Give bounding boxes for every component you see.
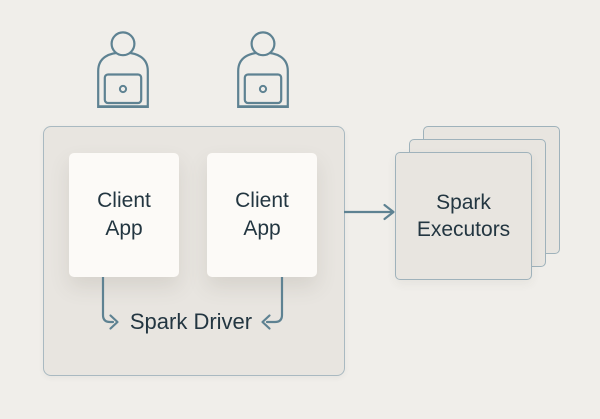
person-at-laptop-icon — [237, 31, 289, 108]
spark-executors-label: Spark Executors — [416, 191, 511, 241]
arrow-right-icon — [344, 203, 395, 221]
client-app-card-1: Client App — [69, 153, 179, 277]
person-at-laptop-icon — [97, 31, 149, 108]
spark-driver-label: Spark Driver — [129, 309, 253, 334]
client-app-card-2: Client App — [207, 153, 317, 277]
client-app-label: Client App — [235, 189, 289, 240]
arrow-down-then-left-icon — [261, 277, 284, 330]
arrow-down-then-right-icon — [101, 277, 119, 330]
client-app-label: Client App — [97, 189, 151, 240]
spark-executors-card: Spark Executors — [395, 152, 532, 280]
